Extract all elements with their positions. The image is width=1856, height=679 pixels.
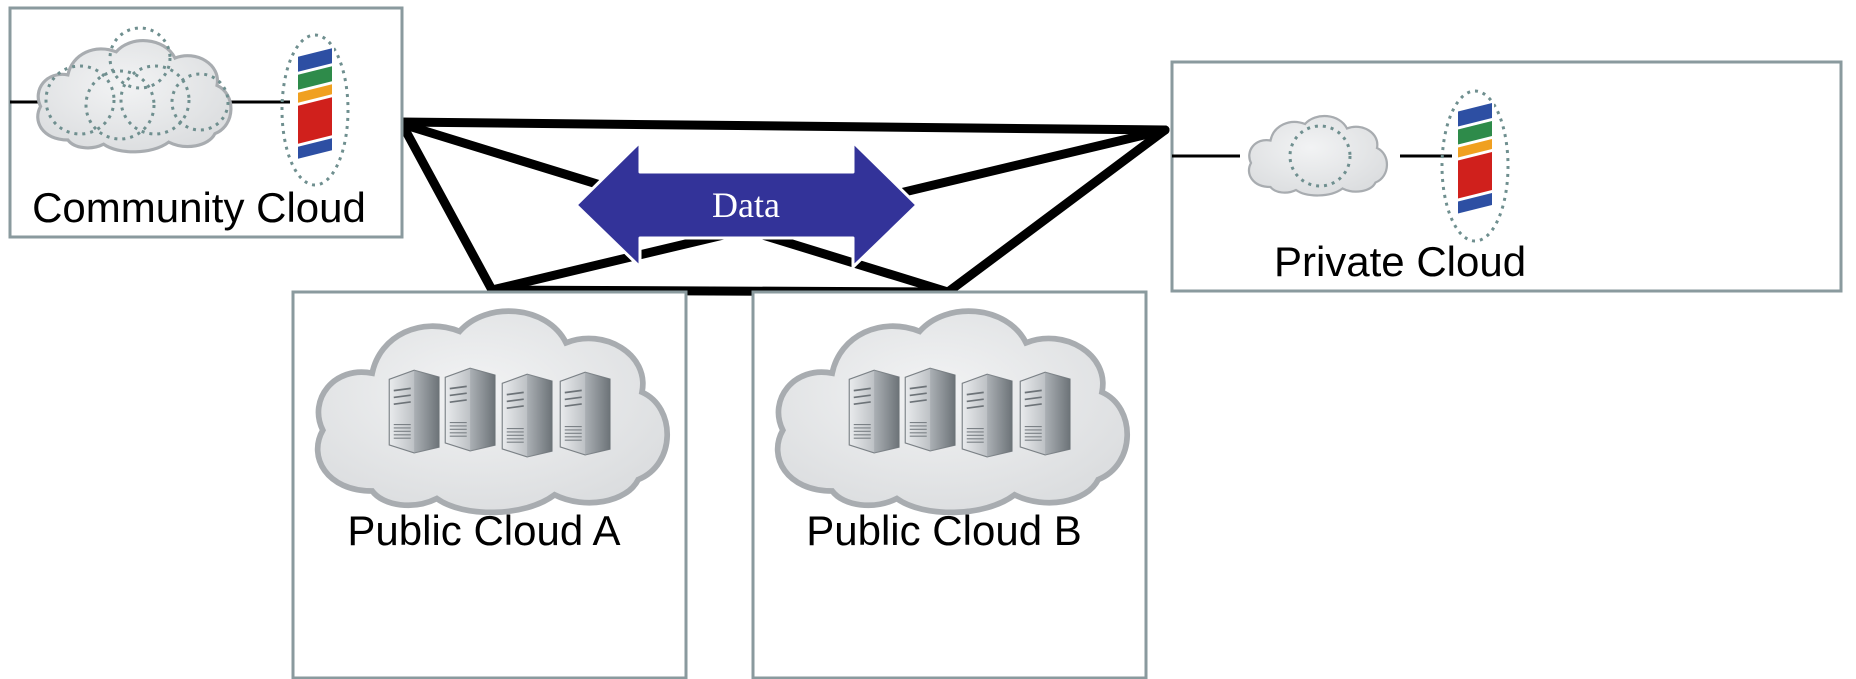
- public-cloud-b-box: Public Cloud B: [751, 290, 1148, 679]
- double-arrow-icon: [574, 140, 919, 269]
- dotted-circle-icon: [1288, 124, 1352, 188]
- public-cloud-a-box: Public Cloud A: [291, 290, 688, 679]
- layer-stack-icon: [280, 33, 350, 187]
- private-cloud-box: Private Cloud: [1170, 60, 1843, 293]
- public-cloud-b-label: Public Cloud B: [806, 507, 1081, 554]
- private-cloud-label: Private Cloud: [1274, 238, 1526, 285]
- data-arrow: Data: [574, 140, 919, 269]
- community-cloud-box: Community Cloud: [8, 6, 404, 239]
- connector-community-private: [395, 117, 1170, 135]
- connector-private-public-b: [943, 125, 1170, 297]
- connector-community-public-a: [397, 119, 497, 295]
- data-arrow-label: Data: [712, 185, 780, 225]
- community-cloud-label: Community Cloud: [32, 184, 366, 231]
- layer-stack-icon: [1440, 89, 1510, 243]
- public-cloud-a-label: Public Cloud A: [347, 507, 620, 554]
- dotted-circles-icon: [44, 26, 230, 141]
